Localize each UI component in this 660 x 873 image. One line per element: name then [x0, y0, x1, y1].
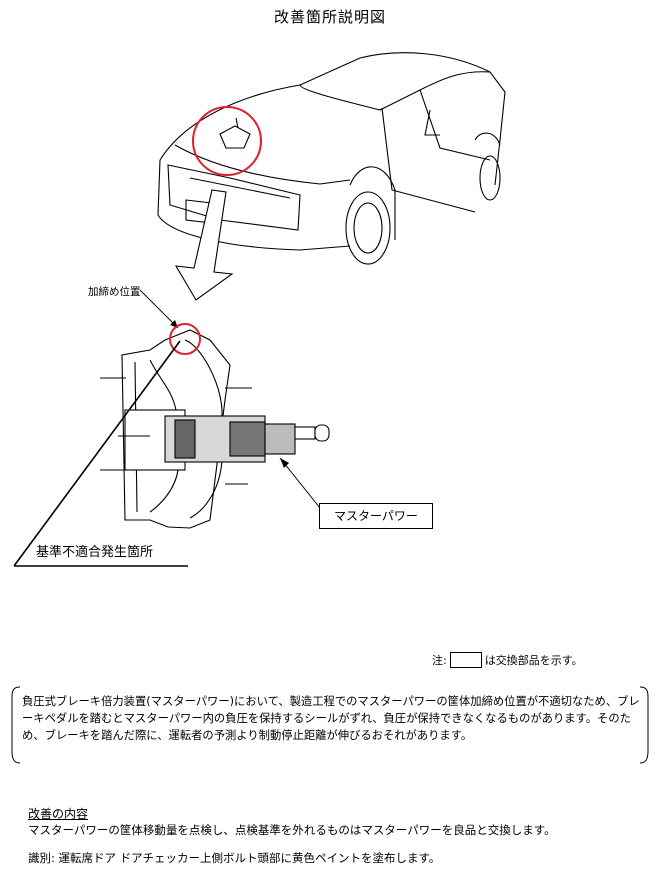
- master-power-label: マスターパワー: [319, 503, 433, 529]
- improvement-text: マスターパワーの筐体移動量を点検し、点検基準を外れるものはマスターパワーを良品と…: [28, 823, 556, 837]
- master-power-diagram: [100, 329, 330, 529]
- page-title: 改善箇所説明図: [273, 8, 386, 26]
- illustration: [13, 52, 506, 567]
- defect-description: 負圧式ブレーキ倍力装置(マスターパワー)において、製造工程でのマスターパワーの筐…: [22, 695, 640, 742]
- tighten-highlight-circle: [169, 323, 201, 355]
- car-highlight-circle: [192, 106, 262, 176]
- note-prefix: 注:: [432, 654, 447, 667]
- replacement-part-swatch: [449, 652, 482, 668]
- nonconformity-location-label: 基準不適合発生箇所: [36, 545, 154, 560]
- down-arrow: [174, 189, 234, 301]
- description-bracket: [11, 686, 649, 764]
- note-suffix: は交換部品を示す。: [484, 654, 583, 667]
- replacement-parts-note: 注: は交換部品を示す。: [432, 652, 583, 668]
- improvement-heading: 改善の内容: [28, 807, 89, 821]
- tighten-position-label: 加締め位置: [88, 286, 141, 298]
- identification-text: 識別: 運転席ドア ドアチェッカー上側ボルト頭部に黄色ペイントを塗布します。: [28, 851, 441, 865]
